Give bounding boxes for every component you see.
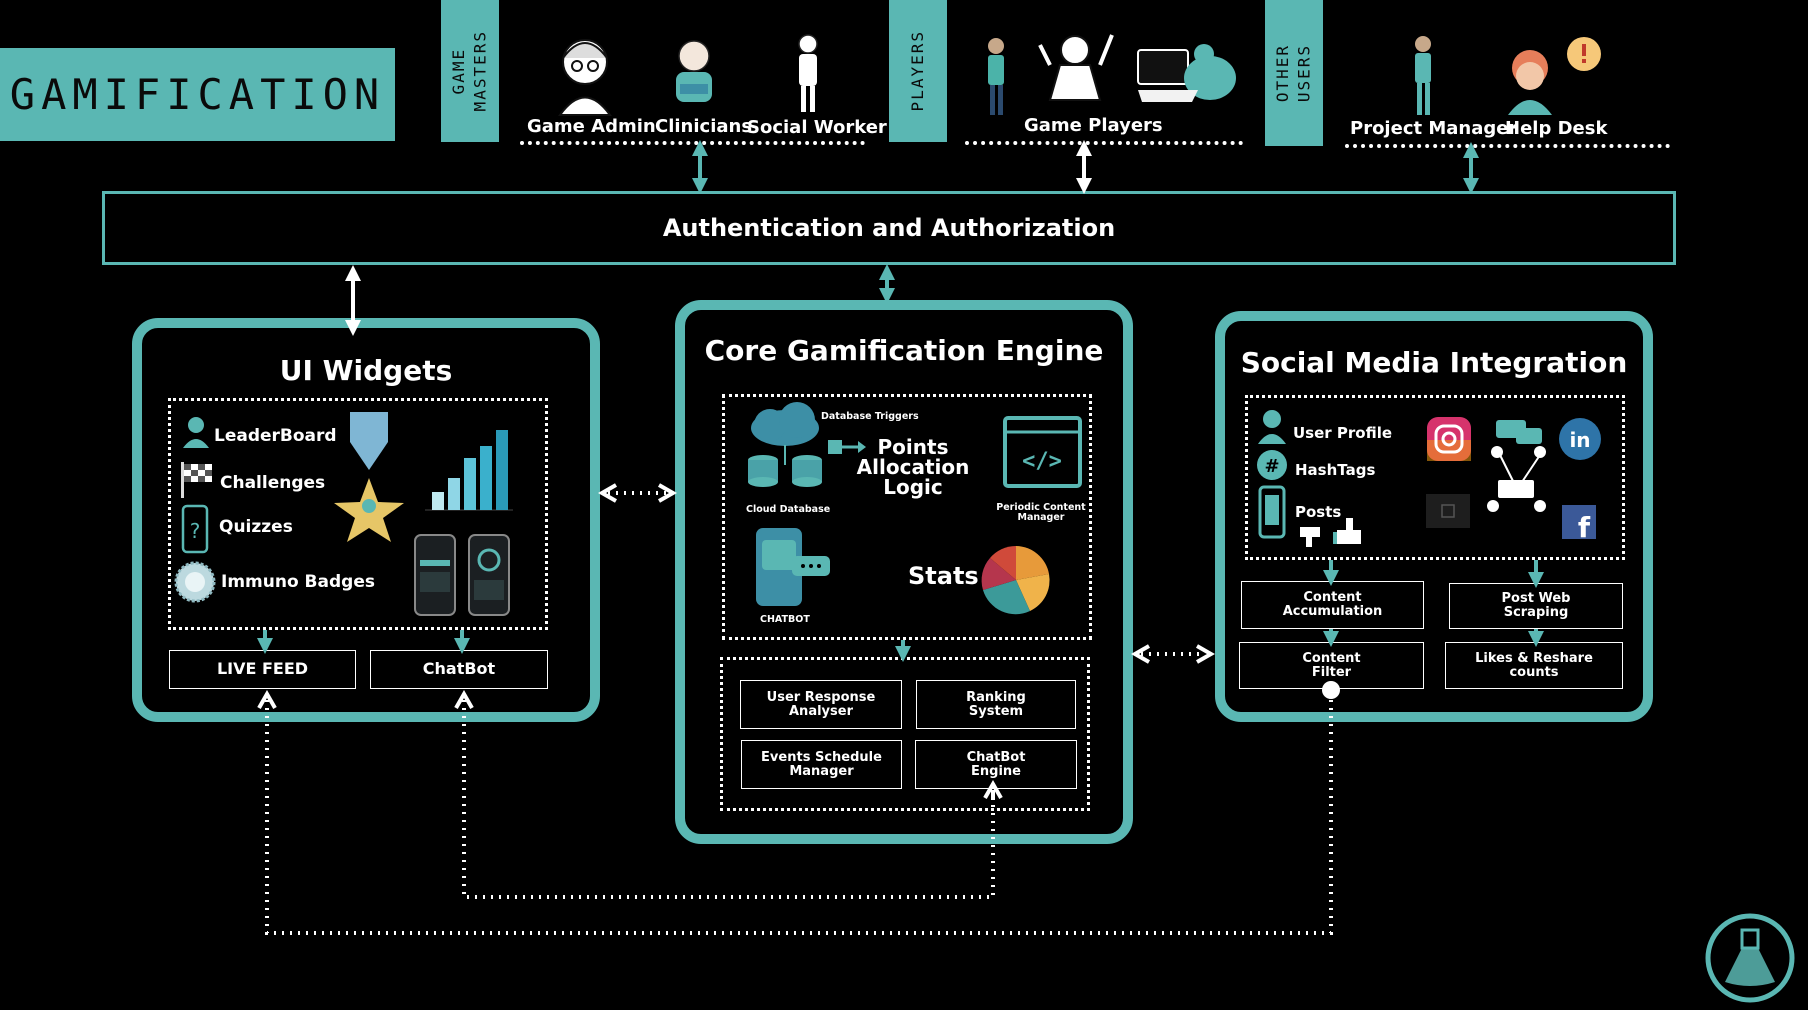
game-admin-icon [558,39,612,116]
network-icon [1487,420,1546,512]
chatbot-robot-icon [756,528,830,606]
role-game-players: Game Players [1024,115,1163,136]
instagram-icon [1427,417,1471,461]
page-title: GAMIFICATION [9,70,386,119]
bar-chart-icon [425,430,513,511]
social-media-title: Social Media Integration [1240,346,1628,379]
module-likes-reshare-counts: Likes & Reshare counts [1445,642,1623,689]
title-banner: GAMIFICATION [0,48,395,141]
module-events-schedule-manager-label: Events Schedule Manager [761,749,882,779]
stats-label: Stats [908,562,979,590]
dislike-icon [1300,527,1320,547]
core-engine-panel [675,300,1133,844]
social-posts: Posts [1295,503,1342,521]
ui-widgets-dotbox [168,398,548,630]
hashtag-icon: # [1257,450,1287,480]
stats-pie-icon [981,545,1050,615]
chatbot-output-label: ChatBot [422,659,496,679]
module-chatbot-engine: ChatBot Engine [915,740,1077,789]
svg-text:?: ? [190,519,201,543]
role-game-admin: Game Admin [527,116,656,137]
role-social-worker: Social Worker [747,117,887,138]
svg-text:in: in [1569,428,1590,452]
svg-text:#: # [1264,456,1279,477]
widget-challenges: Challenges [220,473,326,493]
quizzes-phone-icon: ? [181,504,209,554]
module-user-response-analyser: User Response Analyser [740,680,902,729]
cloud-database-label: Cloud Database [746,504,831,515]
loop-chatbot-engine-to-chatbot [454,689,995,899]
facebook-icon: f [1562,505,1596,544]
module-ranking-system-label: Ranking System [966,689,1026,719]
players-underline [965,141,1243,145]
loop-content-filter-to-live-feed [257,689,1333,935]
clinician-icon [676,40,712,102]
svg-text:</>: </> [1022,449,1062,474]
role-help-desk: Help Desk [1505,118,1608,139]
module-likes-reshare-counts-label: Likes & Reshare counts [1475,650,1593,680]
social-media-dotbox [1245,395,1625,560]
widget-quizzes: Quizzes [219,517,293,537]
module-ranking-system: Ranking System [916,680,1076,729]
phone-screens-icon [414,534,510,616]
core-engine-title: Core Gamification Engine [704,334,1104,367]
auth-box: Authentication and Authorization [102,191,1676,265]
social-hashtags: HashTags [1295,461,1376,479]
trigger-arrow-icon [828,440,866,454]
immuno-badge-icon [174,561,216,603]
widget-immuno-badges: Immuno Badges [221,572,375,592]
role-project-manager: Project Manager [1350,118,1518,139]
help-desk-icon [1508,37,1601,115]
role-clinicians: Clinicians [655,116,753,137]
broken-image-icon [1426,494,1470,528]
chatbot-label: CHATBOT [760,614,810,625]
cloud-database-icon [748,402,822,487]
module-chatbot-engine-label: ChatBot Engine [966,749,1026,779]
challenges-flag-icon [181,462,212,498]
linkedin-icon: in [1559,418,1601,460]
periodic-content-label: Periodic Content Manager [996,502,1086,523]
leaderboard-icon [183,417,209,448]
group-tab-other-users: OTHER USERS [1265,0,1323,146]
module-post-web-scraping-label: Post Web Scraping [1501,591,1571,620]
group-tab-game-masters: GAME MASTERS [441,0,499,142]
flask-logo-icon [1705,913,1795,1003]
user-profile-icon [1258,410,1286,444]
content-filter-dot [1322,681,1340,699]
db-triggers-label: Database Triggers [821,411,919,422]
social-user-profile: User Profile [1293,424,1393,442]
game-players-icon [988,34,1236,115]
module-content-filter-label: Content Filter [1302,650,1361,680]
medal-icon [334,412,404,542]
auth-label: Authentication and Authorization [662,214,1116,242]
posts-phone-icon [1258,485,1286,539]
live-feed-label: LIVE FEED [216,659,309,679]
ui-widgets-title: UI Widgets [279,354,453,387]
other-users-underline [1345,144,1670,148]
group-tab-players: PLAYERS [889,0,947,142]
widget-leaderboard: LeaderBoard [214,426,337,446]
module-user-response-analyser-label: User Response Analyser [766,689,876,719]
points-allocation-label: Points Allocation Logic [856,435,970,499]
social-worker-icon [798,34,818,112]
core-engine-dotbox-top [722,394,1092,640]
like-icon [1333,518,1361,544]
module-content-accumulation-label: Content Accumulation [1282,590,1383,619]
project-manager-icon [1415,36,1431,115]
code-window-icon: </> [1003,416,1082,488]
module-events-schedule-manager: Events Schedule Manager [741,740,902,789]
svg-text:f: f [1578,511,1591,544]
